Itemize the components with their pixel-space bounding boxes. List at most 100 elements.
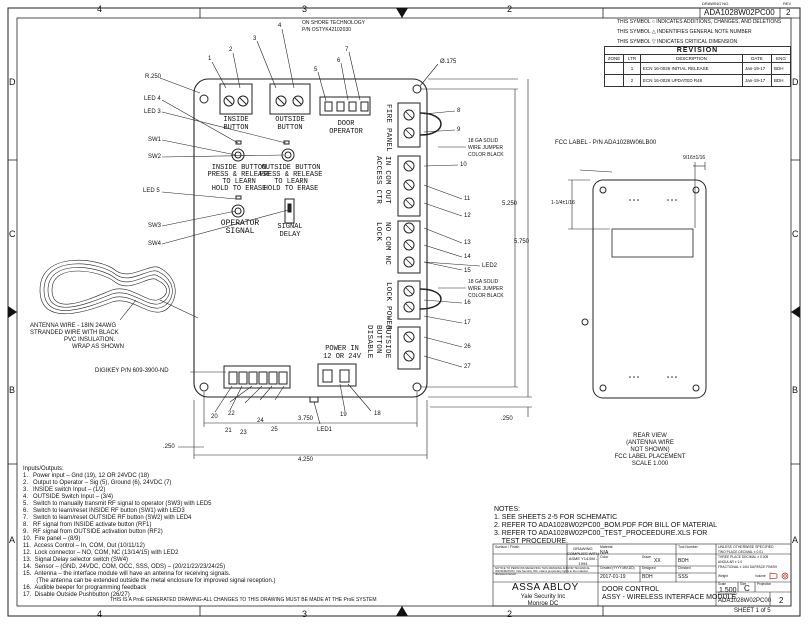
symbol-note-critical: THIS SYMBOL ▽ INDICATES CRITICAL DIMENSI… (617, 39, 738, 45)
tb-doc-label: Document ID (718, 592, 737, 596)
tb-drawing-comp-2: COMPLIES WITH (566, 551, 600, 556)
callout-13: 13 (464, 240, 471, 246)
inside-button-label-2: BUTTON (223, 124, 249, 132)
io-item: 12. Lock connector – NO, COM, NC (13/14/… (23, 550, 179, 556)
tb-drawing-comp-1: DRAWING (573, 546, 593, 551)
zone-right-d: D (792, 77, 799, 87)
io-item: 3. INSIDE switch Input – (1/2) (23, 487, 106, 493)
zone-bottom-2: 2 (507, 609, 513, 619)
zone-top-3: 3 (302, 4, 308, 14)
tb-drawn-value: BDH (678, 558, 689, 564)
door-operator-label: DOOR (337, 120, 355, 128)
drawing-no-label: DRAWING NO. (702, 1, 730, 6)
tb-doc-value: ADA1028W02PC00 (718, 598, 772, 604)
tb-scale-value: 1.500 (719, 587, 737, 594)
inside-btn-text-2: PRESS & RELEASE (207, 171, 271, 179)
tb-drawing-comp-3: ASME Y14.5M - (568, 556, 598, 561)
hole-label: Ø.175 (440, 59, 457, 65)
outside-btn-text-3: TO LEARN (274, 178, 308, 186)
sheet-number: SHEET 1 of 5 (734, 608, 771, 614)
inside-button-label: INSIDE (223, 116, 249, 124)
callout-17: 17 (464, 320, 471, 326)
io-item: 1. Power input – Gnd (19), 12 OR 24VDC (… (23, 473, 150, 479)
outside-disable-label: OUTSIDE BUTTON DISABLE (365, 325, 391, 359)
rev-header-zone: ZONE (604, 54, 624, 63)
tb-tol-1: TWO PLACE DECIMAL ± 0.01 (718, 550, 763, 554)
antenna-note-4: WRAP AS SHOWN (72, 344, 124, 350)
fire-panel-label: FIRE PANEL (384, 104, 392, 153)
rev-row-zone (604, 74, 624, 87)
zone-bottom-4: 4 (97, 609, 103, 619)
dim-3750: 3.750 (298, 416, 314, 422)
company-city: Monroe DC (527, 601, 559, 607)
tb-weight-label: Weight (718, 574, 728, 578)
footer-note: THIS IS A ProE GENERATED DRAWING-ALL CHA… (110, 597, 377, 603)
tb-color-label: Color (600, 555, 609, 559)
rev-label: REV (783, 1, 792, 6)
rev-row-date: Jan-19-17 (742, 62, 772, 75)
antenna-coil (39, 259, 199, 319)
outside-btn-text-1: OUTSIDE BUTTON (261, 164, 321, 172)
io-title: Inputs/Outputs: (23, 466, 64, 472)
jumper2-line1: 18 GA SOLID (468, 279, 499, 285)
rev-row-zone (604, 62, 624, 75)
projection-symbol (769, 572, 789, 580)
tb-scale-label: Scale (718, 582, 726, 586)
tb-checked-value: SSS (678, 574, 689, 580)
tb-proprietary: NOTICE TO PERSONS RECEIVING THIS DRAWING… (495, 566, 591, 576)
sw3-label: SW3 (148, 223, 162, 229)
antenna-note-3: PVC INSULATION. (64, 337, 116, 343)
rev-row-eng: BDH (771, 62, 791, 75)
power-in-label-2: 12 OR 24V (323, 353, 361, 361)
zone-left-c: C (9, 229, 16, 239)
tb-drawn-label: Drawn (642, 555, 652, 559)
note-item: 1. SEE SHEETS 2-5 FOR SCHEMATIC (494, 514, 618, 521)
callout-26: 26 (464, 344, 471, 350)
rear-dim-2: 1-1/4±1/16 (551, 200, 575, 206)
io-item: 7. Switch to learn/reset OUTSIDE RF butt… (23, 515, 192, 521)
zone-top-2: 2 (507, 4, 513, 14)
revision-title: REVISION (604, 46, 791, 55)
dim-4250: 4.250 (298, 457, 314, 463)
note-item: TEST PROCEDURE. (494, 538, 569, 545)
tb-designed-label: Designed (642, 566, 656, 570)
antenna-note-1: ANTENNA WIRE - 18IN 24AWG (30, 323, 117, 329)
fcc-label: FCC LABEL - P/N ADA1028W06LB00 (555, 140, 657, 146)
jumper1-line1: 18 GA SOLID (468, 138, 499, 144)
title-line-1: DOOR CONTROL (602, 586, 660, 593)
callout-16: 16 (464, 300, 471, 306)
sw1-label: SW1 (148, 137, 162, 143)
zone-left-b: B (9, 385, 16, 395)
tb-unless: UNLESS OTHERWISE SPECIFIED (718, 545, 774, 549)
signal-delay-label: SIGNAL (277, 223, 303, 231)
led5-label: LED 5 (143, 188, 160, 194)
revision-table: REVISION ZONE LTR DESCRIPTION DATE ENG 1… (604, 46, 791, 87)
callout-3: 3 (253, 36, 257, 42)
tb-tool-number: Tool Number (678, 545, 698, 549)
callout-5: 5 (314, 67, 318, 73)
notes-title: NOTES: (494, 506, 521, 513)
zone-right-c: C (792, 229, 799, 239)
led3-label: LED 3 (144, 109, 161, 115)
lock-power-label: LOCK POWER (384, 282, 392, 331)
dim-250-right: .250 (501, 416, 513, 422)
outside-btn-text-2: PRESS & RELEASE (259, 171, 323, 179)
callout-11: 11 (464, 196, 471, 202)
rev-row-description: ECN 16-0026 INITIAL RELEASE (640, 62, 743, 75)
rear-caption-1: REAR VIEW (633, 433, 667, 439)
rev-header-ltr: LTR (623, 54, 641, 63)
io-item: 16. Audible beeper for programming feedb… (23, 585, 147, 591)
callout-4: 4 (278, 23, 282, 29)
io-item: 2. Output to Operator – Sig (5), Ground … (23, 480, 172, 486)
signal-delay-label-2: DELAY (279, 231, 301, 239)
io-item: (The antenna can be extended outside the… (23, 578, 276, 584)
rear-caption-2: (ANTENNA WIRE (626, 440, 674, 446)
tb-material-label: Material (600, 545, 613, 549)
callout-15: 15 (464, 268, 471, 274)
callout-12: 12 (464, 213, 471, 219)
note-item: 2. REFER TO ADA1028W02PC00_BOM.PDF FOR B… (494, 522, 718, 529)
rev-header-date: DATE (742, 54, 772, 63)
rev-row-eng: BDH (771, 74, 791, 87)
symbol-note-general: THIS SYMBOL △ INDENTIFIES GENERAL NOTE N… (617, 29, 752, 35)
